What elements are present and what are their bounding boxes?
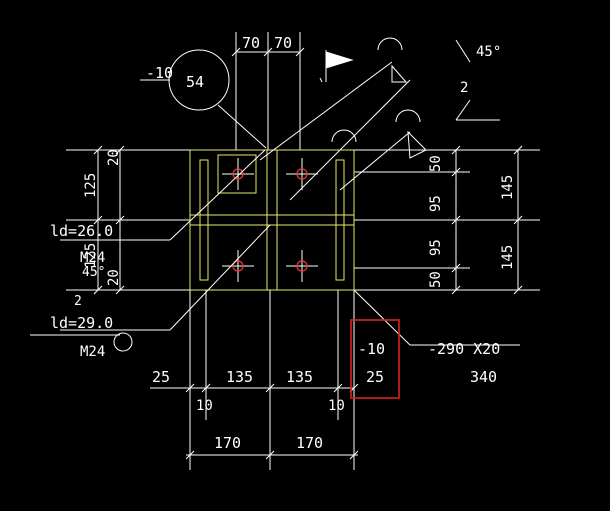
- anchor-bolt: [222, 158, 254, 190]
- left-dim-a: 20: [106, 149, 122, 166]
- bottom-dim-c: 135: [286, 368, 313, 386]
- base-plate: -290 X20: [428, 340, 500, 358]
- bottom-dim-f: 170: [214, 434, 241, 452]
- labels: 70 70 -10 54 45° 2 20 125 125 20 ld=26.0…: [50, 34, 516, 452]
- left-dim-d: 20: [106, 269, 122, 286]
- anchor-len-1: ld=26.0: [50, 222, 113, 240]
- plate-thk: -10: [358, 340, 385, 358]
- weld-left: 45°: [82, 265, 105, 280]
- top-dim-a: 70: [242, 34, 260, 52]
- base-plate-width: 340: [470, 368, 497, 386]
- weld-size: 54: [186, 73, 204, 91]
- right-dim-f: 145: [500, 245, 516, 270]
- anchor-bolts: [222, 158, 318, 282]
- anchor-len-2: ld=29.0: [50, 314, 113, 332]
- anchor-bolt: [286, 250, 318, 282]
- bolt-2: M24: [80, 344, 105, 360]
- right-dim-d: 50: [428, 271, 444, 288]
- stiffener-thk: -10: [146, 64, 173, 82]
- bottom-dim-d: 10: [196, 398, 213, 414]
- top-dim-b: 70: [274, 34, 292, 52]
- right-dim-e: 145: [500, 175, 516, 200]
- weld-right-num: 2: [460, 80, 468, 96]
- weld-symbols: [113, 37, 427, 352]
- left-dim-c: 125: [83, 243, 99, 268]
- bottom-dim-b: 135: [226, 368, 253, 386]
- right-dim-b: 95: [428, 195, 444, 212]
- anchor-bolt: [286, 158, 318, 190]
- bottom-dim-g: 170: [296, 434, 323, 452]
- left-dim-b: 125: [83, 173, 99, 198]
- leader-lines: [30, 39, 500, 336]
- weld-left-num: 2: [74, 294, 82, 309]
- steel-outline: [189, 149, 355, 291]
- right-dim-c: 95: [428, 239, 444, 256]
- right-dim-a: 50: [428, 155, 444, 172]
- anchor-bolt: [222, 250, 254, 282]
- bottom-dim-a: 25: [152, 368, 170, 386]
- bottom-dim-e: 10: [328, 398, 345, 414]
- plate-edge: 25: [366, 368, 384, 386]
- dimension-lines: [66, 32, 540, 470]
- highlight-box: [350, 319, 400, 399]
- weld-right: 45°: [476, 44, 501, 60]
- bolt-1: M24: [80, 250, 105, 266]
